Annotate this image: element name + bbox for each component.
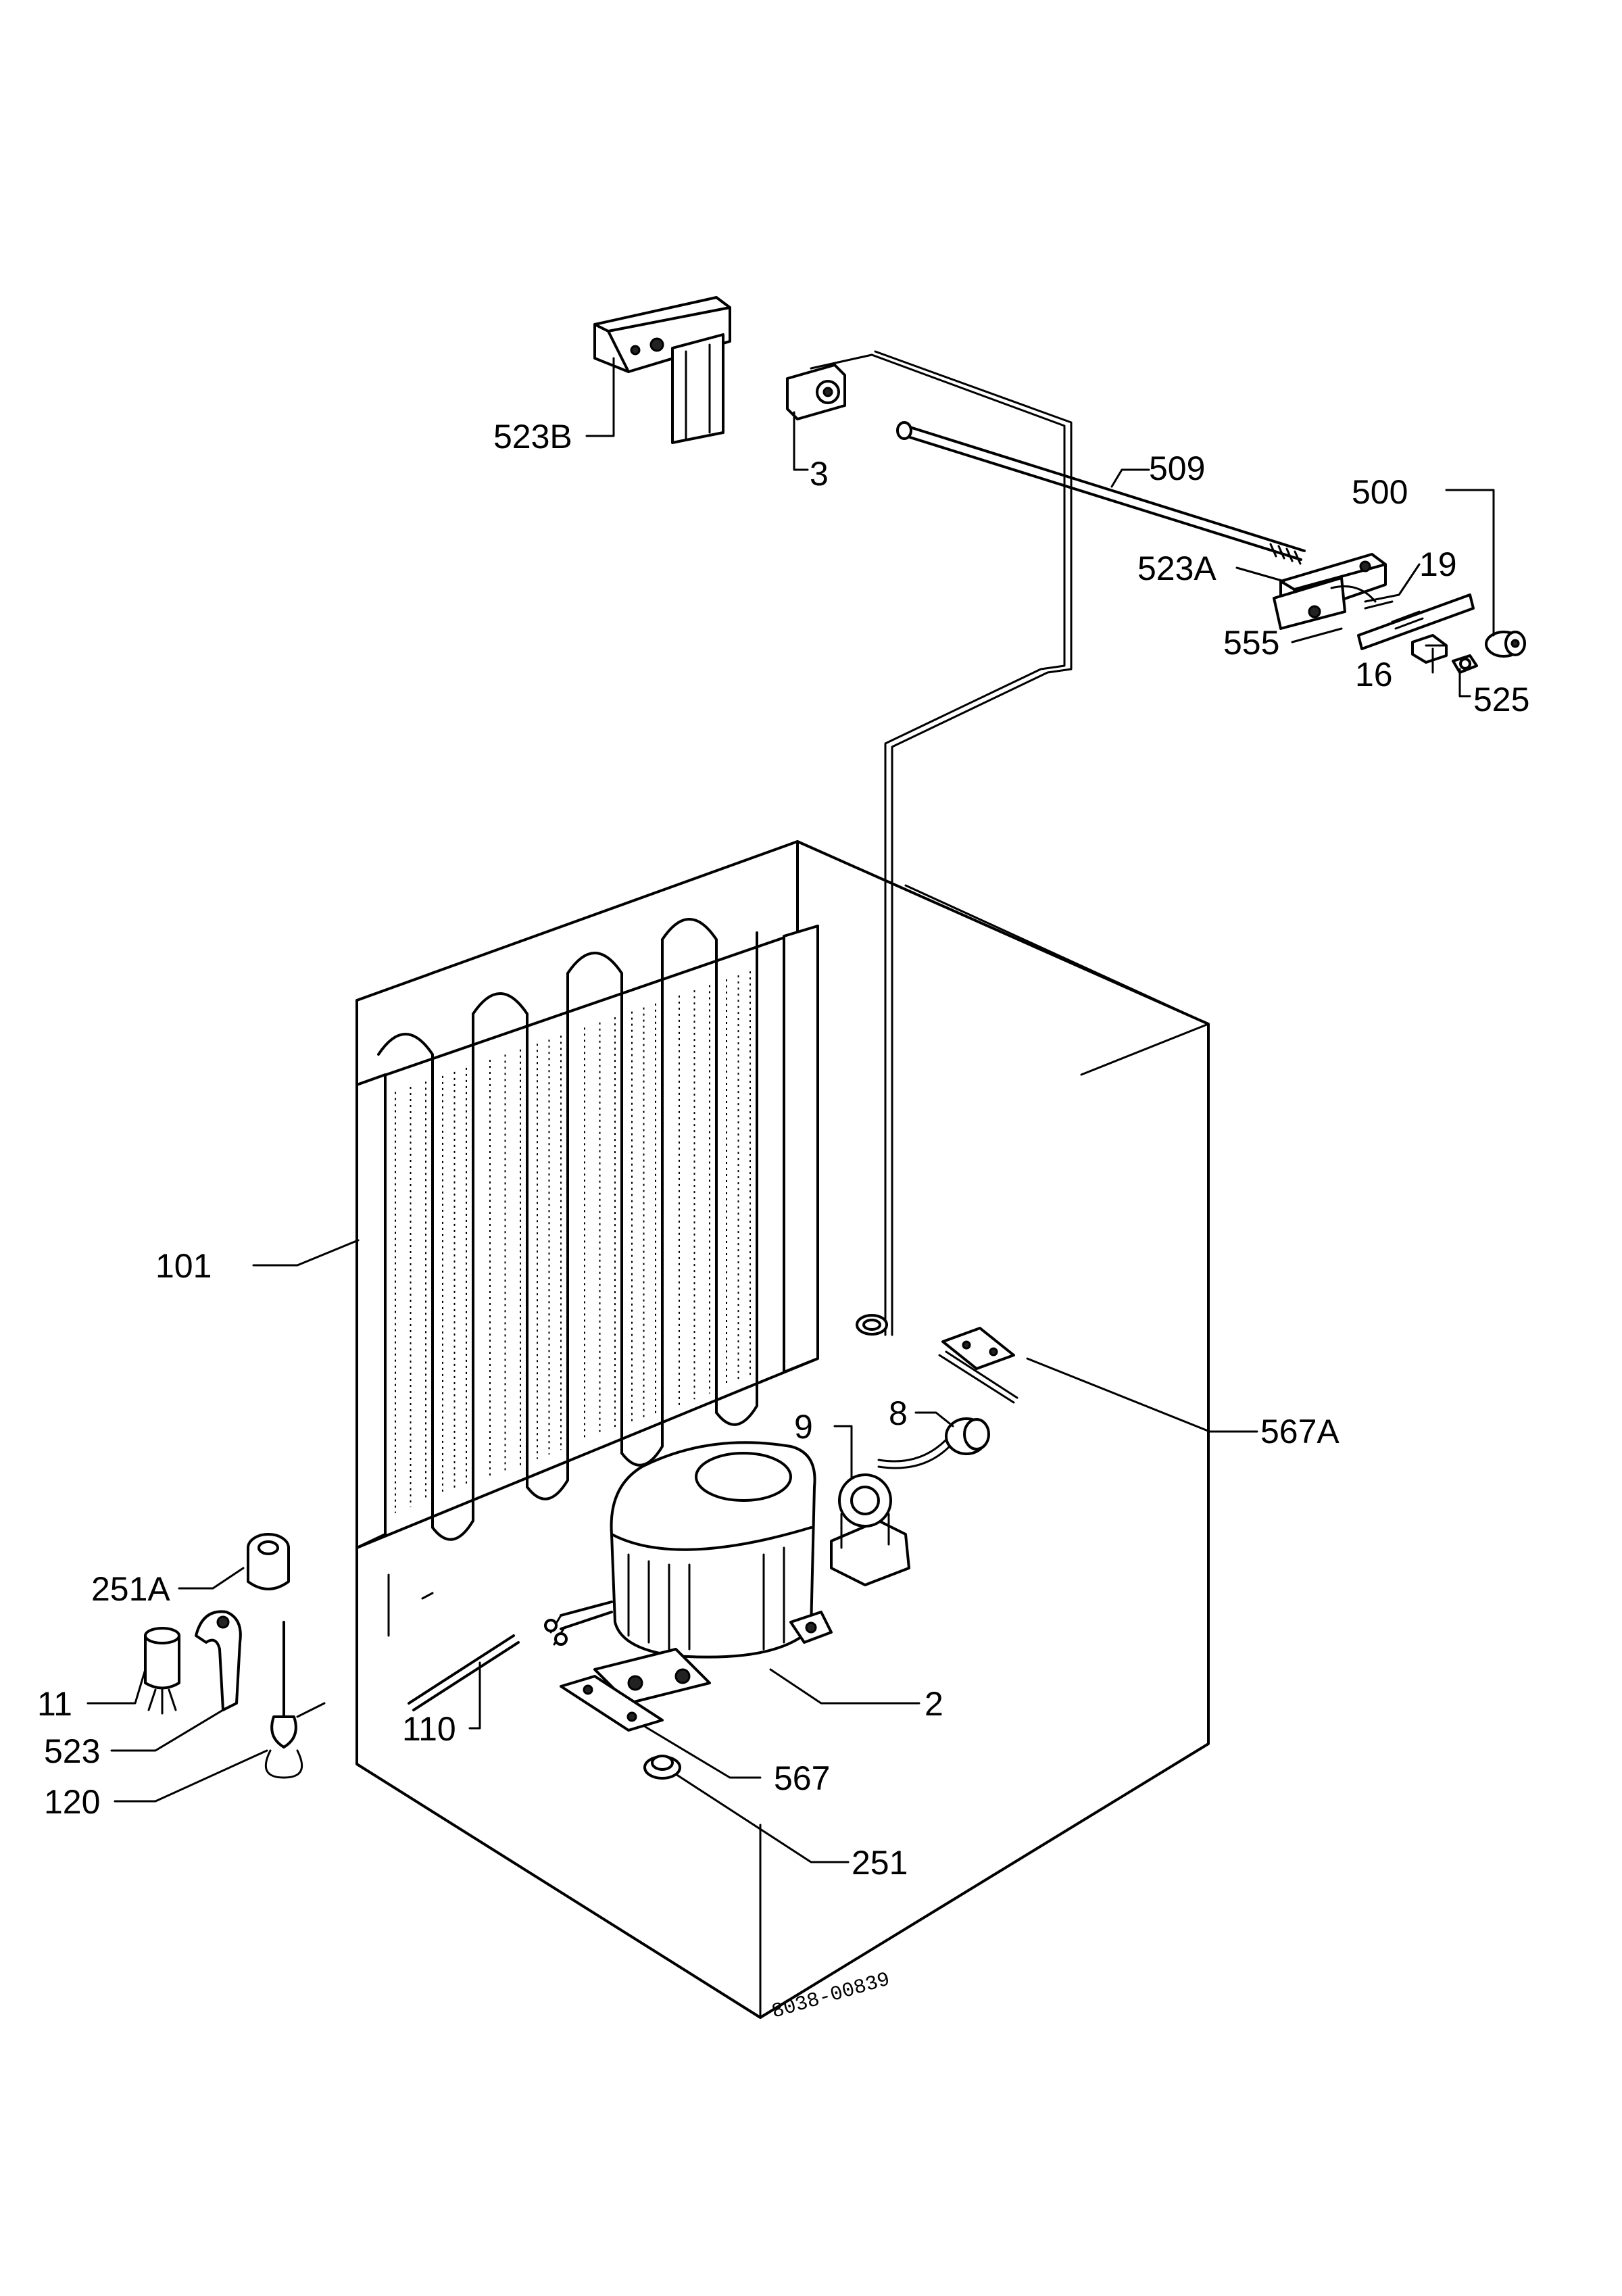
- callout-120: 120: [44, 1783, 100, 1821]
- compressor-part-2: [544, 1441, 833, 1705]
- grommet-part-251: [643, 1755, 681, 1780]
- plate-part-567a: [938, 1327, 1018, 1404]
- callout-101: 101: [155, 1247, 212, 1285]
- capillary-tube: [856, 350, 1073, 1336]
- callout-19: 19: [1419, 545, 1457, 583]
- callout-523b: 523B: [493, 418, 572, 456]
- callout-3: 3: [810, 455, 829, 493]
- leader-lines: [87, 357, 1495, 1863]
- callout-9: 9: [794, 1408, 813, 1446]
- callout-251a: 251A: [91, 1570, 170, 1608]
- clip-part-16: [1411, 634, 1448, 664]
- clip-part-523: [195, 1610, 242, 1711]
- tube-part-120: [264, 1621, 326, 1779]
- thermostat-part-3: [786, 353, 873, 420]
- grommet-part-251a: [247, 1533, 290, 1590]
- callout-555: 555: [1223, 624, 1279, 662]
- drawing-code: 8038-00839: [769, 1968, 892, 2024]
- drier-part-11: [144, 1627, 180, 1715]
- callout-500: 500: [1352, 473, 1408, 511]
- callout-523a: 523A: [1137, 549, 1216, 587]
- callout-2: 2: [925, 1685, 943, 1723]
- callout-567a: 567A: [1260, 1413, 1340, 1450]
- callout-523: 523: [44, 1732, 100, 1770]
- bracket-part-555: [1273, 577, 1377, 630]
- shaft-part-509: [896, 421, 1306, 565]
- callout-525: 525: [1473, 681, 1529, 718]
- mounting-plate-part-567: [560, 1675, 664, 1732]
- callout-110: 110: [402, 1710, 456, 1748]
- condenser-part-101: [355, 918, 819, 1549]
- callout-8: 8: [889, 1394, 908, 1432]
- knob-part-500: [1485, 631, 1526, 658]
- relay-part-9: [830, 1473, 910, 1586]
- callout-567: 567: [774, 1759, 830, 1797]
- cabinet-outline: [355, 840, 1210, 2019]
- callout-251: 251: [852, 1844, 908, 1882]
- callout-16: 16: [1355, 656, 1393, 693]
- tube-part-110: [387, 1573, 520, 1711]
- screw-part-525: [1452, 654, 1478, 674]
- callout-11: 11: [37, 1685, 72, 1723]
- thermostat-housing-part-523b: [593, 296, 731, 444]
- callout-509: 509: [1149, 449, 1205, 487]
- overload-part-8: [877, 1417, 990, 1469]
- strip-part-19: [1357, 593, 1475, 650]
